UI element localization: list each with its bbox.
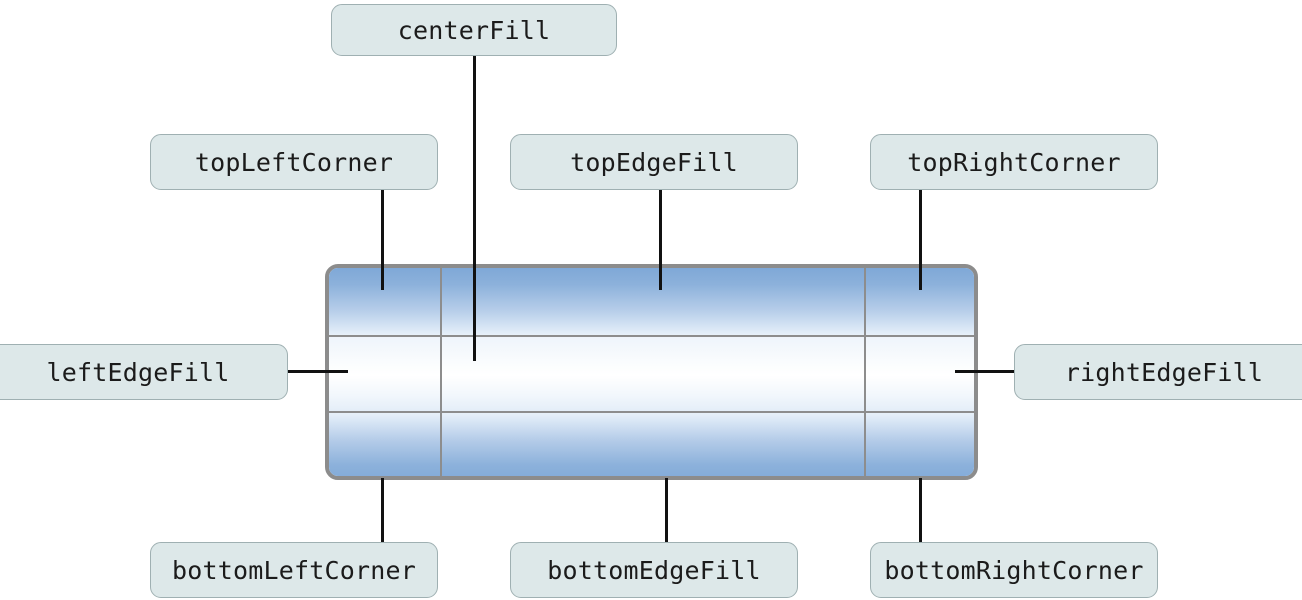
- leader-line-bottomRightCorner: [919, 478, 922, 544]
- callout-bottomEdgeFill[interactable]: bottomEdgeFill: [510, 542, 798, 598]
- callout-label-topEdgeFill: topEdgeFill: [570, 147, 738, 177]
- callout-topLeftCorner[interactable]: topLeftCorner: [150, 134, 438, 190]
- nine-patch-panel: [325, 264, 978, 480]
- leader-line-topLeftCorner: [381, 190, 384, 290]
- callout-label-bottomLeftCorner: bottomLeftCorner: [171, 555, 417, 585]
- leader-line-bottomLeftCorner: [381, 478, 384, 544]
- leader-line-centerFill: [473, 56, 476, 361]
- callout-label-topLeftCorner: topLeftCorner: [194, 147, 394, 177]
- panel-row-bottom: [329, 412, 974, 476]
- callout-bottomLeftCorner[interactable]: bottomLeftCorner: [150, 542, 438, 598]
- panel-row-middle: [329, 336, 974, 412]
- leader-line-bottomEdgeFill: [665, 478, 668, 544]
- panel-gridline-horizontal-bottom: [329, 411, 974, 413]
- callout-label-topRightCorner: topRightCorner: [907, 147, 1121, 177]
- callout-label-centerFill: centerFill: [397, 15, 551, 45]
- leader-line-topEdgeFill: [659, 190, 662, 290]
- callout-topRightCorner[interactable]: topRightCorner: [870, 134, 1158, 190]
- callout-rightEdgeFill[interactable]: rightEdgeFill: [1014, 344, 1302, 400]
- callout-topEdgeFill[interactable]: topEdgeFill: [510, 134, 798, 190]
- callout-label-bottomEdgeFill: bottomEdgeFill: [547, 555, 761, 585]
- leader-line-topRightCorner: [919, 190, 922, 290]
- panel-gridline-vertical-left: [440, 268, 442, 476]
- leader-line-rightEdgeFill: [955, 370, 1015, 373]
- leader-line-leftEdgeFill: [288, 370, 348, 373]
- callout-label-rightEdgeFill: rightEdgeFill: [1064, 357, 1264, 387]
- callout-label-bottomRightCorner: bottomRightCorner: [884, 555, 1144, 585]
- panel-gridline-horizontal-top: [329, 335, 974, 337]
- callout-label-leftEdgeFill: leftEdgeFill: [46, 357, 230, 387]
- callout-leftEdgeFill[interactable]: leftEdgeFill: [0, 344, 288, 400]
- callout-bottomRightCorner[interactable]: bottomRightCorner: [870, 542, 1158, 598]
- panel-row-top: [329, 268, 974, 336]
- panel-gridline-vertical-right: [864, 268, 866, 476]
- callout-centerFill[interactable]: centerFill: [331, 4, 617, 56]
